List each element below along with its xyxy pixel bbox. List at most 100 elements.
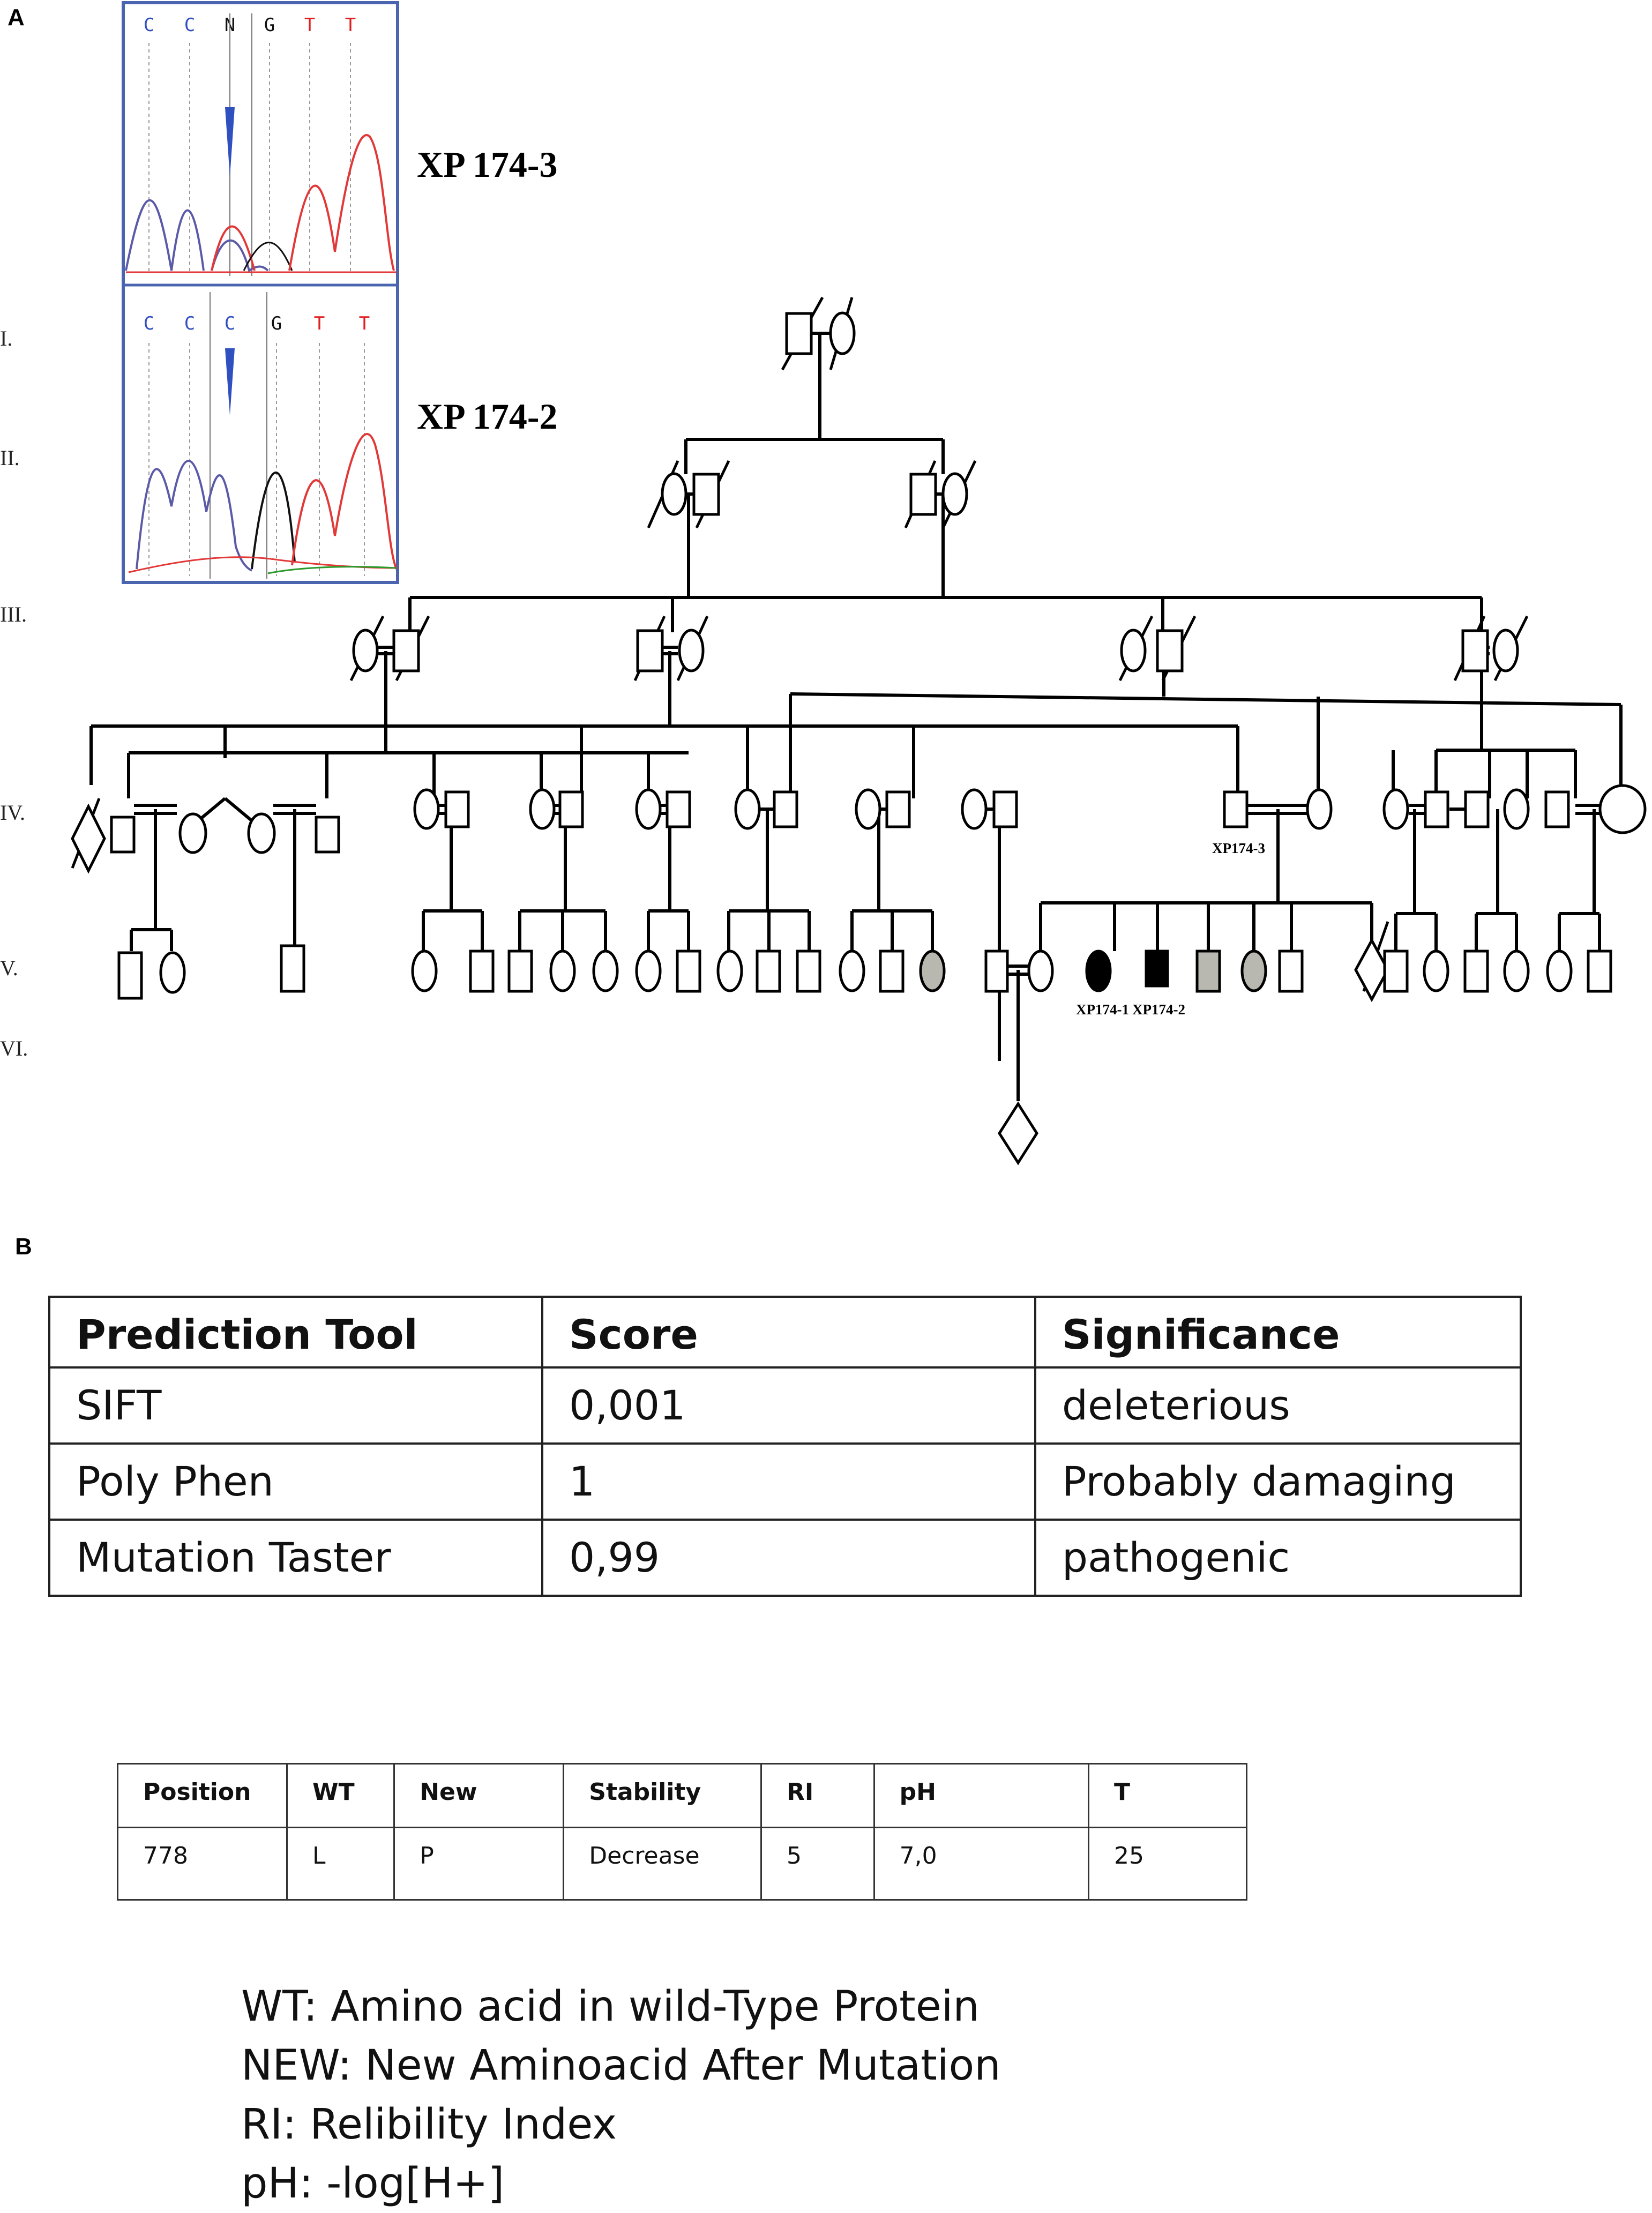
male-symbol — [992, 790, 1018, 828]
male-symbol — [1544, 790, 1570, 828]
male-symbol — [885, 790, 911, 828]
male-symbol — [1278, 950, 1304, 993]
affected-female-symbol — [1240, 950, 1267, 992]
table-cell: pathogenic — [1034, 1518, 1522, 1597]
male-symbol — [796, 950, 821, 993]
male-symbol — [1156, 629, 1184, 672]
female-symbol — [1546, 950, 1573, 992]
male-symbol — [1463, 950, 1489, 993]
female-symbol — [1492, 629, 1519, 672]
base-call-letter: C — [144, 14, 154, 36]
id-label-xp174-1: XP174-1 — [1076, 1001, 1129, 1018]
male-symbol — [392, 629, 420, 672]
female-symbol — [635, 788, 662, 830]
base-call-letter: C — [184, 14, 195, 36]
table-row: SIFT 0,001 deleterious — [48, 1366, 1522, 1445]
chromatogram-frame — [122, 1, 399, 584]
male-symbol — [984, 950, 1009, 993]
affected-female-symbol — [919, 950, 946, 992]
female-symbol — [592, 950, 619, 992]
legend-item: pH: -log[H+] — [241, 2159, 505, 2208]
sample-label-xp174-3: XP 174-3 — [417, 144, 558, 185]
sample-label-xp174-2: XP 174-2 — [417, 396, 558, 437]
generation-label: III. — [0, 602, 27, 626]
female-symbol — [1503, 950, 1530, 992]
male-symbol — [469, 950, 495, 993]
male-symbol — [1464, 790, 1490, 828]
base-call-letter: G — [264, 14, 275, 36]
female-symbol — [734, 788, 761, 830]
table-cell: P — [393, 1827, 565, 1901]
female-symbol — [159, 951, 186, 994]
table-header-row: Position WT New Stability RI pH T — [116, 1763, 1248, 1828]
generation-label: I. — [0, 326, 12, 350]
male-symbol — [879, 950, 905, 993]
female-symbol — [247, 812, 276, 854]
table-cell: deleterious — [1034, 1366, 1522, 1445]
prediction-table: Prediction Tool Score Significance SIFT … — [48, 1296, 1522, 1597]
id-label-xp174-2: XP174-2 — [1132, 1001, 1185, 1018]
table-cell: 0,001 — [541, 1366, 1036, 1445]
female-symbol — [411, 950, 438, 992]
panel-b-letter: B — [15, 1233, 32, 1260]
legend-item: WT: Amino acid in wild-Type Protein — [241, 1983, 980, 2031]
male-symbol — [280, 944, 305, 993]
base-call-letter: T — [304, 14, 315, 36]
table-cell: 25 — [1087, 1827, 1248, 1901]
table-cell: 1 — [541, 1442, 1036, 1521]
table-cell: 0,99 — [541, 1518, 1036, 1597]
table-header: Position — [116, 1763, 288, 1828]
male-symbol — [773, 790, 798, 828]
female-symbol — [1382, 788, 1409, 830]
affected-male-symbol — [1145, 950, 1169, 988]
base-gridlines — [148, 343, 365, 576]
unknown-sex-symbol — [1354, 937, 1389, 1003]
female-symbol — [413, 788, 440, 830]
table-row: 778 L P Decrease 5 7,0 25 — [116, 1827, 1248, 1901]
t-trace — [288, 134, 395, 271]
c-trace — [125, 199, 205, 271]
male-symbol — [558, 790, 584, 828]
c-trace — [136, 460, 252, 572]
male-symbol — [1223, 790, 1249, 828]
table-cell: Mutation Taster — [48, 1518, 543, 1597]
female-symbol — [1306, 788, 1333, 830]
male-symbol — [666, 790, 691, 828]
male-symbol — [785, 312, 813, 355]
male-symbol — [315, 816, 340, 854]
table-cell: Decrease — [563, 1827, 762, 1901]
female-symbol — [1423, 950, 1449, 992]
g-trace — [251, 472, 296, 570]
unknown-sex-symbol — [71, 803, 106, 874]
table-cell: Probably damaging — [1034, 1442, 1522, 1521]
table-row: Mutation Taster 0,99 pathogenic — [48, 1518, 1522, 1597]
a-trace — [267, 566, 397, 574]
pedigree-symbols — [71, 311, 1647, 1165]
table-header: Stability — [563, 1763, 762, 1828]
generation-label: VI. — [0, 1036, 28, 1060]
base-call-letter: G — [271, 313, 282, 334]
male-symbol — [110, 816, 136, 854]
table-header: New — [393, 1763, 565, 1828]
base-call-letter: T — [359, 313, 370, 334]
table-header: RI — [760, 1763, 875, 1828]
table-cell: 5 — [760, 1827, 875, 1901]
c-trace — [211, 239, 269, 273]
g-trace — [243, 242, 293, 271]
male-symbol — [1461, 629, 1489, 672]
female-symbol — [549, 950, 576, 992]
table-header: Significance — [1034, 1296, 1522, 1369]
panel-a-letter: A — [8, 4, 25, 31]
table-row: Poly Phen 1 Probably damaging — [48, 1442, 1522, 1521]
male-symbol — [1587, 950, 1612, 993]
female-symbol — [855, 788, 881, 830]
table-header: pH — [873, 1763, 1089, 1828]
table-cell: Poly Phen — [48, 1442, 543, 1521]
female-symbol — [352, 629, 379, 672]
base-call-letter: C — [225, 313, 235, 334]
female-symbol — [941, 472, 968, 516]
